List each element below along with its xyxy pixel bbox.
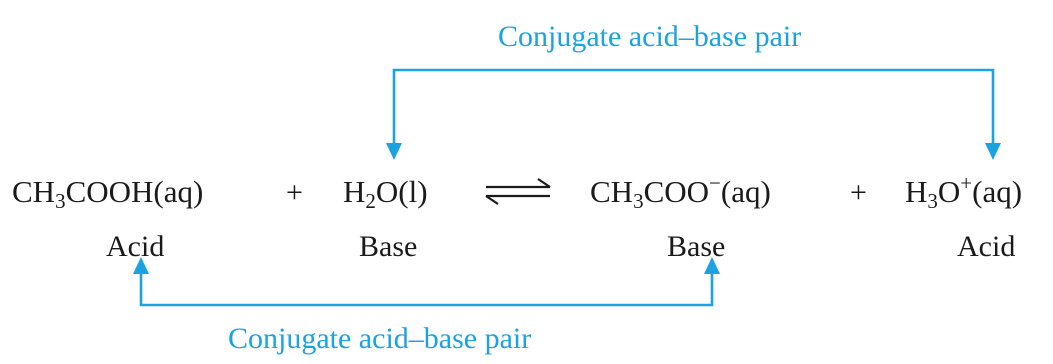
acetate-role: Base: [667, 230, 726, 263]
arrowhead-up-icon: [133, 257, 149, 274]
top-bracket-line: [392, 68, 995, 143]
plus-sign: +: [286, 176, 303, 209]
bottom-pair-label: Conjugate acid–base pair: [228, 322, 532, 355]
top-pair-bracket: [392, 68, 995, 143]
water-role: Base: [359, 230, 418, 263]
hydronium-formula: H3O+(aq): [905, 171, 1023, 213]
arrowhead-down-icon: [985, 143, 1001, 160]
acetic-acid-role: Acid: [106, 230, 165, 263]
water-formula: H2O(l): [343, 174, 428, 213]
bottom-bracket-line: [139, 273, 714, 307]
arrowhead-up-icon: [704, 257, 720, 274]
top-pair-label: Conjugate acid–base pair: [498, 20, 802, 53]
acetic-acid-formula: CH3COOH(aq): [12, 174, 204, 213]
hydronium-role: Acid: [957, 230, 1016, 263]
plus-sign: +: [850, 176, 867, 209]
bottom-pair-bracket: [139, 273, 714, 307]
arrowhead-down-icon: [386, 143, 402, 160]
equilibrium-arrows-icon: [485, 178, 551, 205]
acetate-formula: CH3COO−(aq): [590, 171, 771, 213]
